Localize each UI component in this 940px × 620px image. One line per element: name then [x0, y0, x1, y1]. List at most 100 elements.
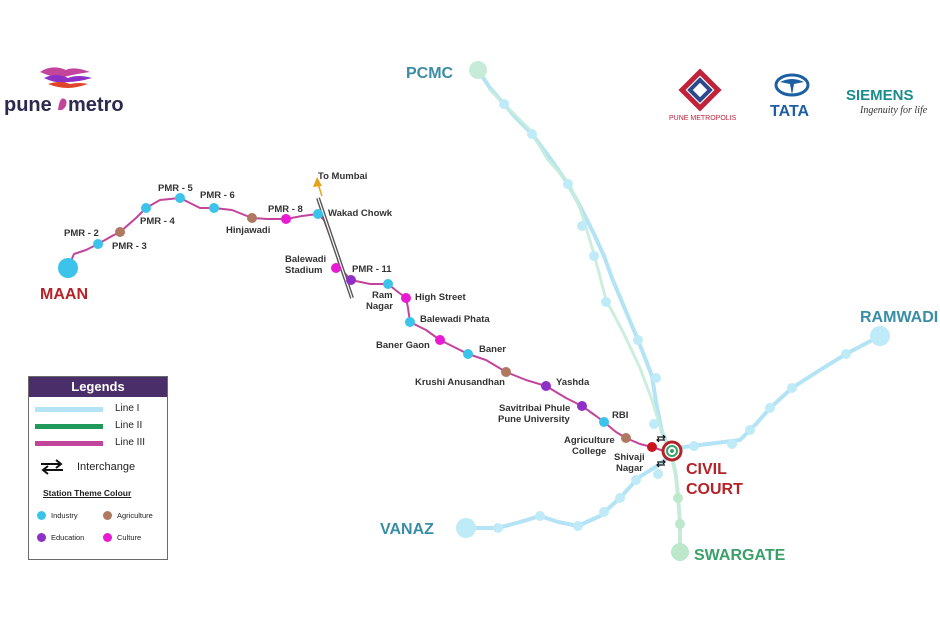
line-1-station[interactable] [527, 129, 537, 139]
station-baner[interactable] [463, 349, 473, 359]
siemens-tagline: Ingenuity for life [859, 105, 928, 116]
station-krushi-anusandhan[interactable] [501, 367, 511, 377]
label-baner-gaon: Baner Gaon [376, 340, 430, 351]
label-balewadi-stadium-1: Balewadi [285, 254, 326, 265]
line-1-station[interactable] [563, 179, 573, 189]
line-2-station[interactable] [675, 519, 685, 529]
line-2-station[interactable] [673, 493, 683, 503]
label-high-street: High Street [415, 292, 467, 303]
label-savitribai-2: Pune University [498, 414, 571, 425]
station-balewadi-stadium[interactable] [331, 263, 341, 273]
legend-interchange-label: Interchange [77, 461, 136, 473]
pcmc-terminal-circle[interactable] [469, 61, 487, 79]
line-1-station[interactable] [573, 521, 583, 531]
label-to-mumbai: To Mumbai [318, 171, 367, 182]
maan-terminal-circle[interactable] [58, 258, 78, 278]
legend-education-dot [37, 533, 46, 542]
line-1-station[interactable] [535, 511, 545, 521]
line-1-station[interactable] [649, 419, 659, 429]
station-ram-nagar[interactable] [383, 279, 393, 289]
tata-wordmark: TATA [770, 103, 810, 120]
line-1-station[interactable] [601, 297, 611, 307]
label-rbi: RBI [612, 410, 628, 421]
station-wakad-chowk[interactable] [313, 209, 323, 219]
pune-metro-wordmark-right: metro [68, 94, 124, 116]
label-agri-college-1: Agriculture [564, 435, 615, 446]
pune-metro-wordmark-left: pune [4, 94, 52, 116]
label-vanaz: VANAZ [380, 521, 434, 538]
line-1-station-dots [493, 99, 851, 533]
legend-title: Legends [29, 377, 167, 397]
line-1-station[interactable] [651, 373, 661, 383]
pune-metro-logo-icon [40, 67, 92, 88]
label-balewadi-stadium-2: Stadium [285, 265, 322, 276]
station-shivaji-nagar[interactable] [647, 442, 657, 452]
legend-panel: Legends Line I Line II Line III Intercha… [28, 376, 168, 560]
station-agriculture-college[interactable] [621, 433, 631, 443]
label-ramwadi: RAMWADI [860, 309, 938, 326]
line-2-pcmc-branch [488, 88, 670, 448]
line-3-track [67, 197, 665, 452]
station-pmr-3[interactable] [115, 227, 125, 237]
legend-education-label: Education [51, 533, 85, 542]
line-1-station[interactable] [765, 403, 775, 413]
station-savitribai-phule[interactable] [577, 401, 587, 411]
label-krushi-anusandhan: Krushi Anusandhan [415, 377, 505, 388]
station-pmr-11[interactable] [346, 275, 356, 285]
legend-line-2-label: Line II [115, 420, 143, 431]
station-pmr-4[interactable] [141, 203, 151, 213]
line-1-station[interactable] [589, 251, 599, 261]
line-1-station[interactable] [633, 335, 643, 345]
station-balewadi-phata[interactable] [405, 317, 415, 327]
line-1-station[interactable] [631, 475, 641, 485]
label-shivaji-nagar-2: Nagar [616, 463, 643, 474]
label-ram-nagar-1: Ram [372, 290, 393, 301]
label-agri-college-2: College [572, 446, 606, 457]
line-1-station[interactable] [577, 221, 587, 231]
line-1-station[interactable] [493, 523, 503, 533]
civil-court-interchange[interactable] [661, 440, 683, 462]
station-high-street[interactable] [401, 293, 411, 303]
to-mumbai-arrow-icon [313, 177, 323, 197]
legend-line-3-label: Line III [115, 437, 146, 448]
vanaz-terminal-circle[interactable] [456, 518, 476, 538]
legend-line-1-label: Line I [115, 403, 140, 414]
legend-culture-label: Culture [117, 533, 142, 542]
station-yashda[interactable] [541, 381, 551, 391]
legend-line-2-swatch [35, 424, 103, 429]
line-1-station[interactable] [615, 493, 625, 503]
station-baner-gaon[interactable] [435, 335, 445, 345]
station-pmr-6[interactable] [209, 203, 219, 213]
line-1-station[interactable] [599, 507, 609, 517]
station-pmr-2[interactable] [93, 239, 103, 249]
line-2-swargate-branch [670, 454, 682, 554]
label-pmr-4: PMR - 4 [140, 216, 176, 227]
station-pmr-8[interactable] [281, 214, 291, 224]
legend-culture-dot [103, 533, 112, 542]
line-1-pcmc-branch [476, 68, 670, 448]
label-pcmc: PCMC [406, 65, 454, 82]
line-1-station[interactable] [727, 439, 737, 449]
legend-industry-dot [37, 511, 46, 520]
label-baner: Baner [479, 344, 506, 355]
station-pmr-5[interactable] [175, 193, 185, 203]
label-shivaji-nagar-1: Shivaji [614, 452, 645, 463]
label-yashda: Yashda [556, 377, 590, 388]
line-1-station[interactable] [653, 469, 663, 479]
pune-metropolis-text: PUNE METROPOLIS [669, 115, 737, 122]
station-rbi[interactable] [599, 417, 609, 427]
label-wakad-chowk: Wakad Chowk [328, 208, 393, 219]
swargate-terminal-circle[interactable] [671, 543, 689, 561]
line-2-station-dots [673, 493, 685, 529]
label-hinjawadi: Hinjawadi [226, 225, 270, 236]
line-1-station[interactable] [841, 349, 851, 359]
line-1-station[interactable] [745, 425, 755, 435]
label-maan: MAAN [40, 286, 88, 303]
ramwadi-terminal-circle[interactable] [870, 326, 890, 346]
tata-logo-icon [774, 73, 810, 97]
line-1-station[interactable] [689, 441, 699, 451]
line-1-station[interactable] [499, 99, 509, 109]
line-1-station[interactable] [787, 383, 797, 393]
legend-line-1-swatch [35, 407, 103, 412]
station-hinjawadi[interactable] [247, 213, 257, 223]
